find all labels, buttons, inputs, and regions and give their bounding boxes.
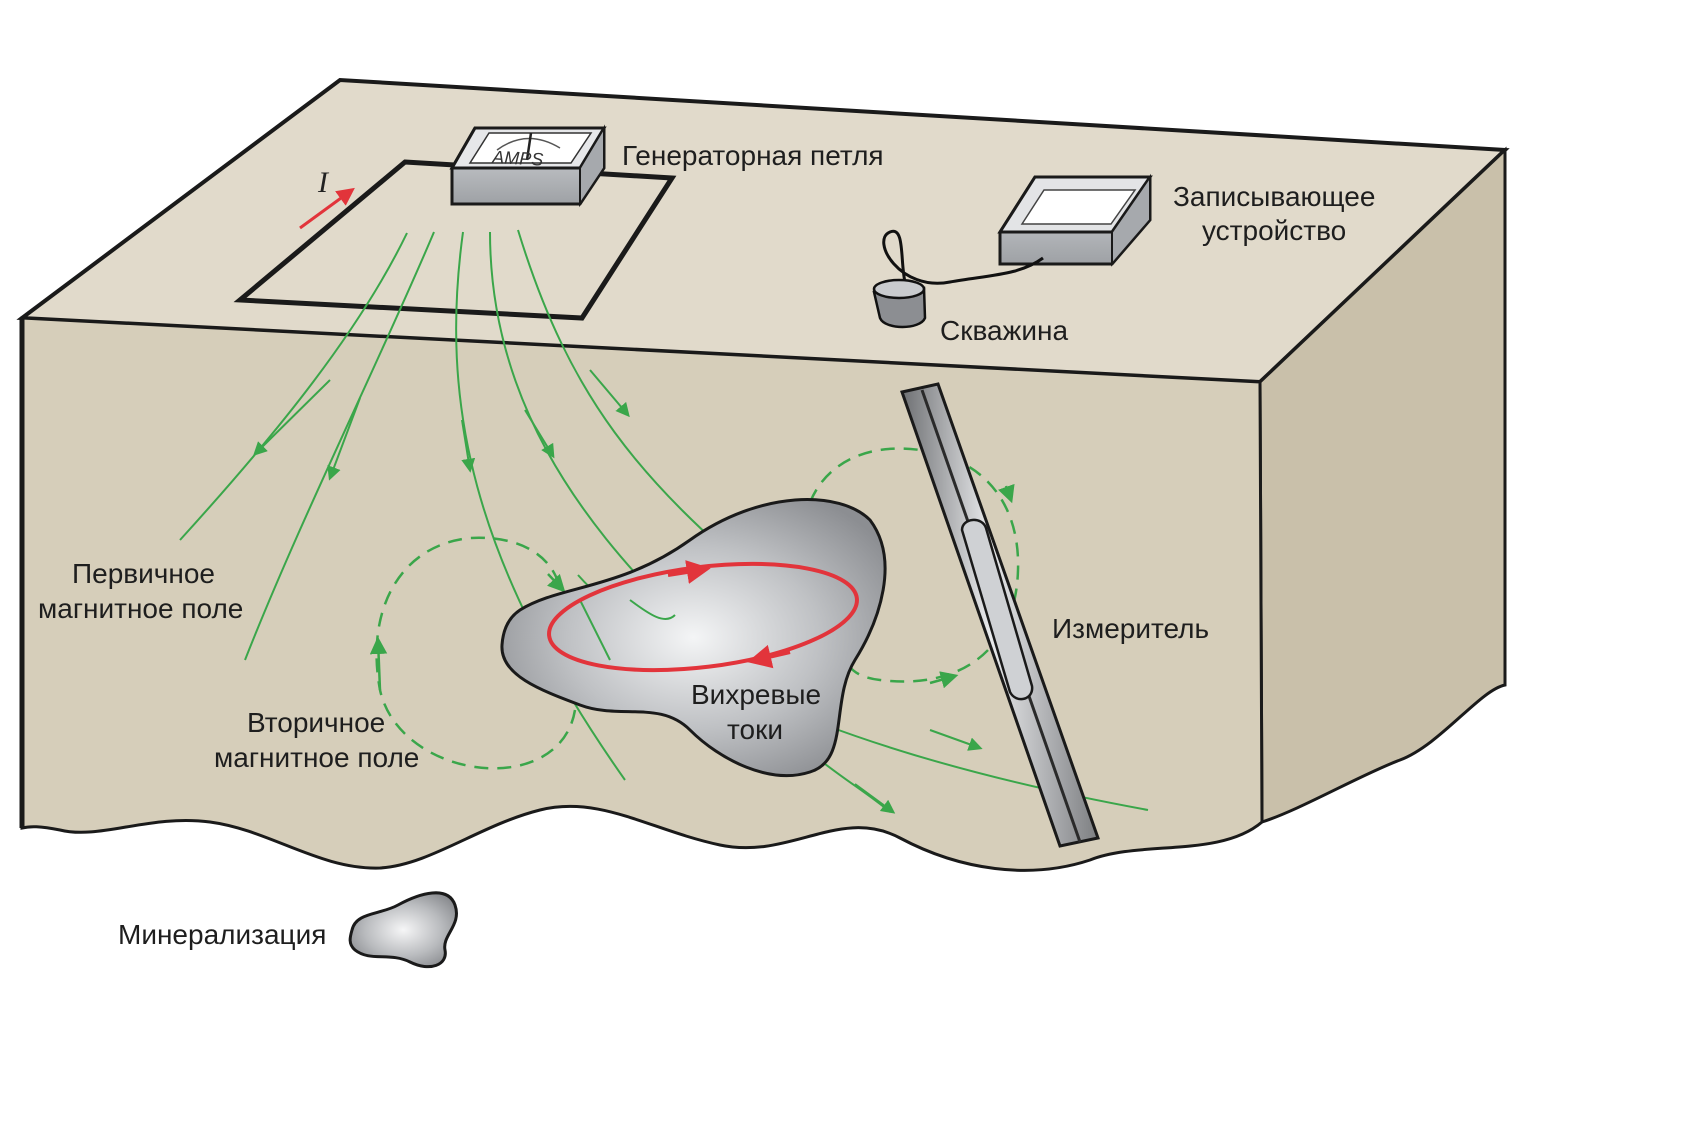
label-recorder-line2: устройство bbox=[1202, 215, 1346, 246]
ground-edge-top bbox=[21, 317, 1261, 383]
secondary-field-line bbox=[801, 447, 1020, 683]
recorder-cable bbox=[882, 229, 1044, 285]
label-probe: Измеритель bbox=[1052, 613, 1209, 644]
mineralization-icon bbox=[348, 891, 458, 969]
labels: Генераторная петля Записывающее устройст… bbox=[38, 140, 1375, 950]
label-eddy-line1: Вихревые bbox=[691, 679, 821, 710]
borehole-pipe bbox=[900, 382, 1100, 848]
secondary-field-line bbox=[375, 536, 577, 770]
ammeter-box-icon: AMPS bbox=[449, 124, 607, 208]
label-primary-line2: магнитное поле bbox=[38, 593, 243, 624]
label-mineralization: Минерализация bbox=[118, 919, 326, 950]
recorder-box-icon bbox=[997, 173, 1153, 267]
ore-body bbox=[500, 498, 887, 777]
probe-device bbox=[960, 518, 1034, 701]
ground-side-face bbox=[1258, 146, 1507, 825]
primary-field-overlay bbox=[579, 599, 676, 661]
label-primary-line1: Первичное bbox=[72, 558, 215, 589]
current-arrow: I bbox=[299, 166, 355, 230]
current-symbol: I bbox=[317, 166, 330, 199]
primary-field-line bbox=[179, 232, 408, 541]
eddy-current-loop bbox=[547, 560, 859, 673]
borehole-cup-icon bbox=[872, 278, 927, 329]
label-borehole: Скважина bbox=[940, 315, 1068, 346]
meter-text: AMPS bbox=[491, 147, 544, 170]
label-secondary-line1: Вторичное bbox=[247, 707, 385, 738]
label-secondary-line2: магнитное поле bbox=[214, 742, 419, 773]
label-generator-loop: Генераторная петля bbox=[622, 140, 884, 171]
label-eddy-line2: токи bbox=[727, 714, 783, 745]
label-recorder-line1: Записывающее bbox=[1173, 181, 1375, 212]
secondary-field-lines bbox=[369, 447, 1020, 770]
primary-field-line bbox=[244, 231, 435, 661]
